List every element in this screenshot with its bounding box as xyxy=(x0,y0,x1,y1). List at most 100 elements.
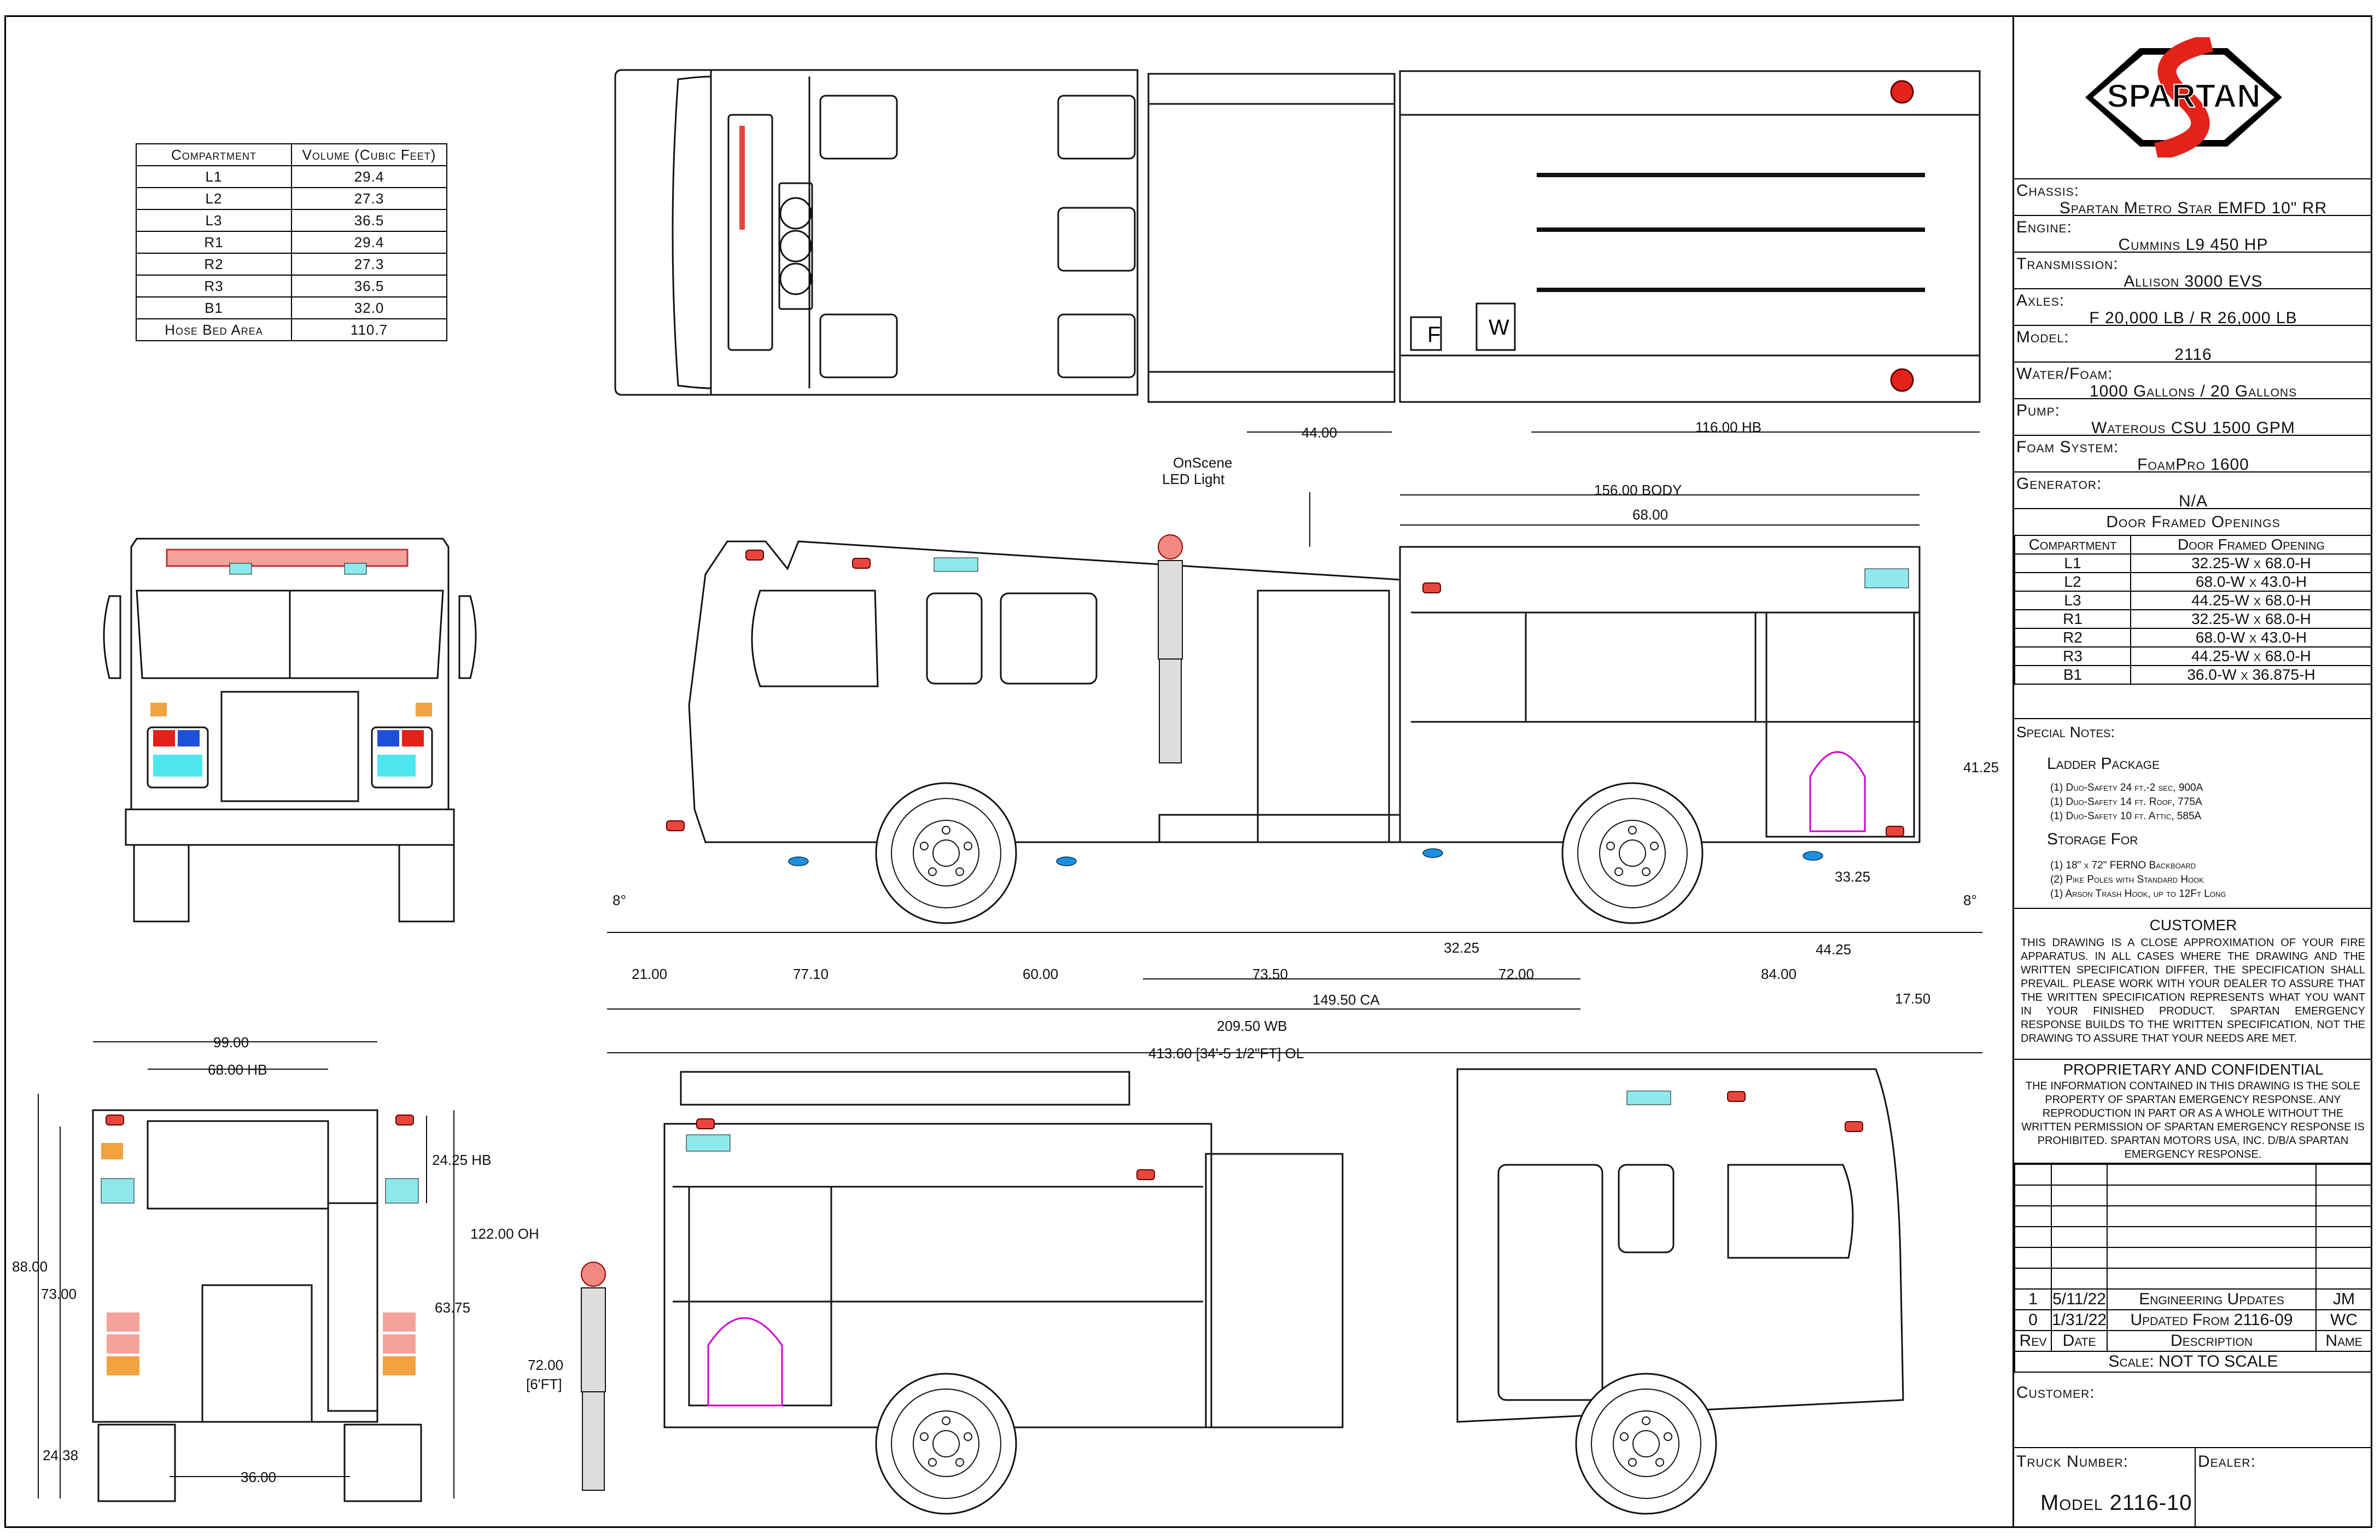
dim-ca: 149.50 CA xyxy=(1312,991,1380,1008)
dim-rear-24-38: 24.38 xyxy=(43,1447,78,1463)
dim-body: 156.00 BODY xyxy=(1594,482,1682,498)
scale-note: Scale: NOT TO SCALE xyxy=(2014,1351,2372,1373)
compartment-w-label: W xyxy=(1489,316,1509,340)
spec-label: Engine: xyxy=(2016,218,2072,236)
cell: 1 xyxy=(2014,1288,2052,1310)
firefighter-figure-officer xyxy=(581,1262,606,1491)
top-red-lights xyxy=(739,126,745,230)
cell: WC xyxy=(2315,1309,2372,1331)
door-openings-title: Door Framed Openings xyxy=(2106,513,2280,531)
front-wheel-side xyxy=(875,782,1017,924)
dim-44-25: 44.25 xyxy=(1816,941,1851,958)
dim-60: 60.00 xyxy=(1023,966,1058,982)
cell: Description xyxy=(2107,1330,2317,1352)
side-view-officer xyxy=(663,1068,1904,1428)
dim-rear-24-25: 24.25 HB xyxy=(432,1152,491,1168)
cell: Rev xyxy=(2014,1330,2052,1352)
dim-rear-122: 122.00 OH xyxy=(470,1226,539,1242)
cell: 36.5 xyxy=(291,209,447,232)
spec-axles: Axles:F 20,000 LB / R 26,000 LB xyxy=(2014,289,2372,327)
top-view xyxy=(614,69,1981,403)
dim-17-50: 17.50 xyxy=(1895,990,1930,1007)
storage-item: (1) Arson Trash Hook, up to 12Ft Long xyxy=(2050,888,2226,900)
dim-rear-36: 36.00 xyxy=(241,1469,276,1485)
spec-engine: Engine:Cummins L9 450 HP xyxy=(2014,216,2372,254)
side-body-light xyxy=(1864,568,1909,588)
deg-left: 8° xyxy=(612,892,626,908)
spec-value: 1000 Gallons / 20 Gallons xyxy=(2089,382,2297,400)
divider xyxy=(2014,1059,2372,1060)
officer-cab-light xyxy=(1626,1090,1671,1105)
spec-water-foam: Water/Foam:1000 Gallons / 20 Gallons xyxy=(2014,363,2372,400)
side-dimension-lines xyxy=(607,492,1982,1053)
front-headlight-left xyxy=(153,755,202,777)
cell: R1 xyxy=(136,231,292,254)
cell: L1 xyxy=(2014,553,2131,573)
apparatus-drawing: F W 44.00 116.00 HB xyxy=(12,69,1999,1515)
proprietary-title: Proprietary and Confidential xyxy=(2063,1061,2324,1078)
customer-notice-text: This drawing is a close approximation of… xyxy=(2021,937,2365,1045)
cell: L2 xyxy=(136,187,292,210)
spec-label: Chassis: xyxy=(2016,182,2080,200)
spec-value: Waterous CSU 1500 GPM xyxy=(2091,419,2295,437)
front-view xyxy=(103,538,477,923)
dim-wb: 209.50 WB xyxy=(1217,1018,1287,1034)
cell: L2 xyxy=(2014,572,2131,592)
proprietary-text: The information contained in this drawin… xyxy=(2021,1080,2365,1160)
cell: Hose Bed Area xyxy=(136,318,292,341)
dim-top-116: 116.00 HB xyxy=(1695,419,1761,435)
front-headlight-right xyxy=(377,755,416,777)
cell: 29.4 xyxy=(291,231,447,254)
spec-model: Model:2116 xyxy=(2014,326,2372,364)
cell: 44.25-W x 68.0-H xyxy=(2130,591,2372,610)
model-number: Model 2116-10 xyxy=(2040,1491,2192,1515)
cell: 68.0-W x 43.0-H xyxy=(2130,628,2372,648)
hose-bed-logo-officer xyxy=(707,1317,783,1407)
front-cab-light xyxy=(229,563,252,575)
dim-ol: 413.60 [34'-5 1/2"FT] OL xyxy=(1148,1045,1304,1061)
hose-bed-logo-side xyxy=(1809,751,1866,832)
spec-value: N/A xyxy=(2178,492,2208,510)
cell: L3 xyxy=(136,209,292,232)
front-warning-blue xyxy=(178,730,200,746)
cell: R1 xyxy=(2014,609,2131,629)
front-warning-red-right xyxy=(402,730,424,746)
onscene-label-2: LED Light xyxy=(1162,471,1225,487)
col-compartment: Compartment xyxy=(2014,535,2131,555)
spec-label: Pump: xyxy=(2016,401,2061,419)
logo-text: SPARTAN xyxy=(2107,78,2260,114)
spec-foam-system: Foam System:FoamPro 1600 xyxy=(2014,436,2372,474)
cell: L1 xyxy=(136,165,292,188)
cell: 32.25-W x 68.0-H xyxy=(2130,553,2372,573)
dim-21: 21.00 xyxy=(632,966,667,982)
cell: Date xyxy=(2050,1330,2108,1352)
title-block: SPARTAN Chassis:Spartan Metro Star EMFD … xyxy=(2012,15,2372,1528)
spec-label: Axles: xyxy=(2016,291,2065,310)
spec-pump: Pump: Waterous CSU 1500 GPM xyxy=(2014,399,2372,437)
spec-label: Water/Foam: xyxy=(2016,365,2113,383)
dim-rear-88: 88.00 xyxy=(12,1258,48,1275)
front-warning-red xyxy=(153,730,175,746)
spec-value: Allison 3000 EVS xyxy=(2124,272,2263,290)
dim-top-44: 44.00 xyxy=(1302,424,1337,441)
dim-rear-68hb: 68.00 HB xyxy=(208,1061,267,1078)
drawing-sheet xyxy=(4,15,2372,1528)
cell: JM xyxy=(2315,1288,2372,1310)
truck-number-label: Truck Number: xyxy=(2016,1452,2129,1471)
special-notes-title: Special Notes: xyxy=(2016,724,2115,740)
divider xyxy=(2014,1447,2372,1448)
firefighter-figure xyxy=(1158,534,1183,763)
ladder-item: (1) Duo-Safety 10 ft. Attic, 585A xyxy=(2050,810,2202,822)
logo-area: SPARTAN xyxy=(2014,15,2372,179)
